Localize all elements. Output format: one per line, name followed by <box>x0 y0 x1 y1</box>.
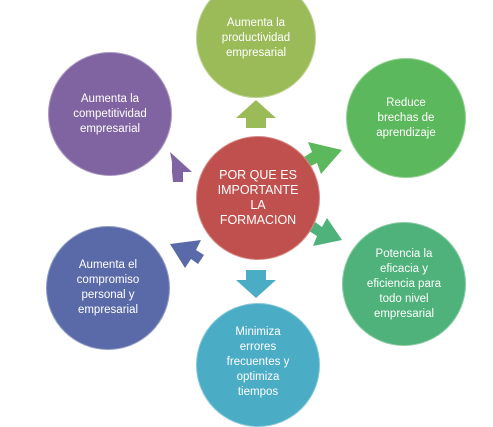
arrow-up-to-productivity <box>236 100 276 128</box>
arrow-to-commitment <box>170 240 204 268</box>
node-learning-gaps: Reduce brechas de aprendizaje <box>346 58 466 178</box>
node-minimize-errors: Minimiza errores frecuentes y optimiza t… <box>196 303 320 427</box>
arrow-to-learning-gaps <box>304 142 342 174</box>
arrow-to-efficacy <box>309 218 342 246</box>
node-productivity: Aumenta la productividad empresarial <box>196 0 316 98</box>
node-commitment: Aumenta el compromiso personal y empresa… <box>46 226 170 350</box>
center-node: POR QUE ES IMPORTANTE LA FORMACION <box>196 136 320 260</box>
arrow-down-to-errors <box>236 270 276 298</box>
node-competitiveness: Aumenta la competitividad empresarial <box>48 52 172 176</box>
formation-importance-diagram: Aumenta la productividad empresarial Red… <box>46 0 466 427</box>
arrow-to-competitiveness <box>170 152 192 182</box>
node-efficacy-efficiency: Potencia la eficacia y eficiencia para t… <box>342 222 466 346</box>
arrows-layer <box>170 100 342 298</box>
